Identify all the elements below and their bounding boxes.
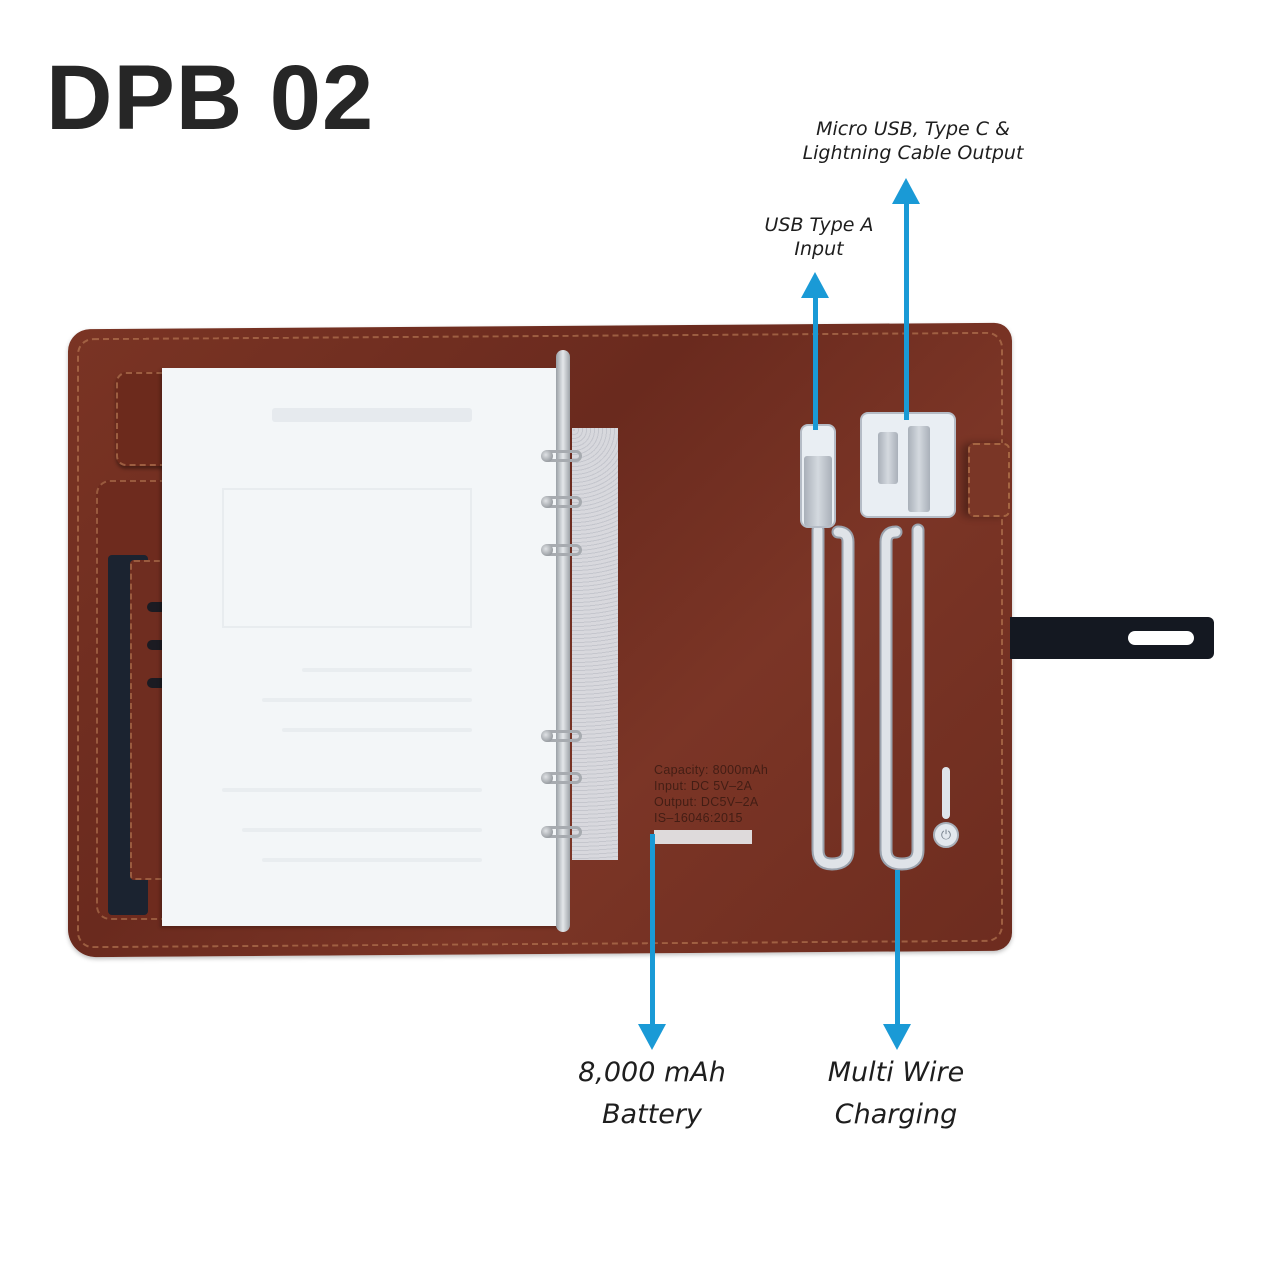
arrow-up-icon — [801, 272, 829, 298]
callout-multi-wire-label: Multi Wire Charging — [796, 1052, 996, 1136]
strap-slot — [1128, 631, 1194, 645]
spec-output: Output: DC5V–2A — [654, 795, 759, 809]
type-c-connector[interactable] — [878, 432, 898, 484]
arrow-battery-shaft — [650, 834, 655, 1026]
binder-ring — [541, 450, 582, 462]
callout-line: Micro USB, Type C & — [816, 118, 1010, 140]
callout-line: Lightning Cable Output — [802, 141, 1024, 164]
spec-standard: IS–16046:2015 — [654, 811, 743, 825]
faint-print-line — [242, 828, 482, 832]
power-button[interactable]: ⏻ — [933, 822, 959, 848]
binder-ring — [541, 826, 582, 838]
lightning-connector[interactable] — [908, 426, 930, 512]
binder-ring — [541, 730, 582, 742]
battery-indicator-leds — [942, 767, 950, 819]
callout-line: Multi Wire — [827, 1057, 965, 1088]
spec-capacity: Capacity: 8000mAh — [654, 763, 769, 777]
faint-print-line — [282, 728, 472, 732]
spec-input: Input: DC 5V–2A — [654, 779, 753, 793]
notebook-paper — [162, 368, 568, 926]
faint-print-line — [262, 858, 482, 862]
power-icon: ⏻ — [940, 827, 952, 842]
usb-a-connector[interactable] — [804, 456, 832, 526]
callout-cable-output-label: Micro USB, Type C & Lightning Cable Outp… — [788, 118, 1038, 166]
binder-ring — [541, 496, 582, 508]
arrow-up-icon — [892, 178, 920, 204]
faint-print-line — [222, 788, 482, 792]
callout-usb-input-label: USB Type A Input — [744, 214, 894, 262]
arrow-multi-wire-shaft — [895, 870, 900, 1026]
pen-loop — [968, 443, 1010, 517]
arrow-down-icon — [883, 1024, 911, 1050]
product-title: DPB 02 — [46, 47, 375, 149]
faint-print-diagram — [222, 488, 472, 628]
callout-line: Input — [794, 237, 844, 260]
spec-sticker — [654, 830, 752, 844]
faint-print-line — [302, 668, 472, 672]
arrow-cable-output-shaft — [904, 202, 909, 420]
faint-print-title — [272, 408, 472, 422]
callout-line: USB Type A — [764, 214, 874, 236]
battery-spec-label: Capacity: 8000mAh Input: DC 5V–2A Output… — [654, 762, 768, 826]
callout-line: Battery — [602, 1098, 702, 1130]
closure-strap[interactable] — [1010, 617, 1214, 659]
faint-print-line — [262, 698, 472, 702]
callout-battery-label: 8,000 mAh Battery — [552, 1052, 752, 1136]
ring-binder-spine — [556, 350, 570, 932]
arrow-usb-input-shaft — [813, 296, 818, 430]
arrow-down-icon — [638, 1024, 666, 1050]
callout-line: 8,000 mAh — [578, 1057, 726, 1088]
binder-ring — [541, 772, 582, 784]
binder-ring — [541, 544, 582, 556]
callout-line: Charging — [834, 1098, 958, 1130]
